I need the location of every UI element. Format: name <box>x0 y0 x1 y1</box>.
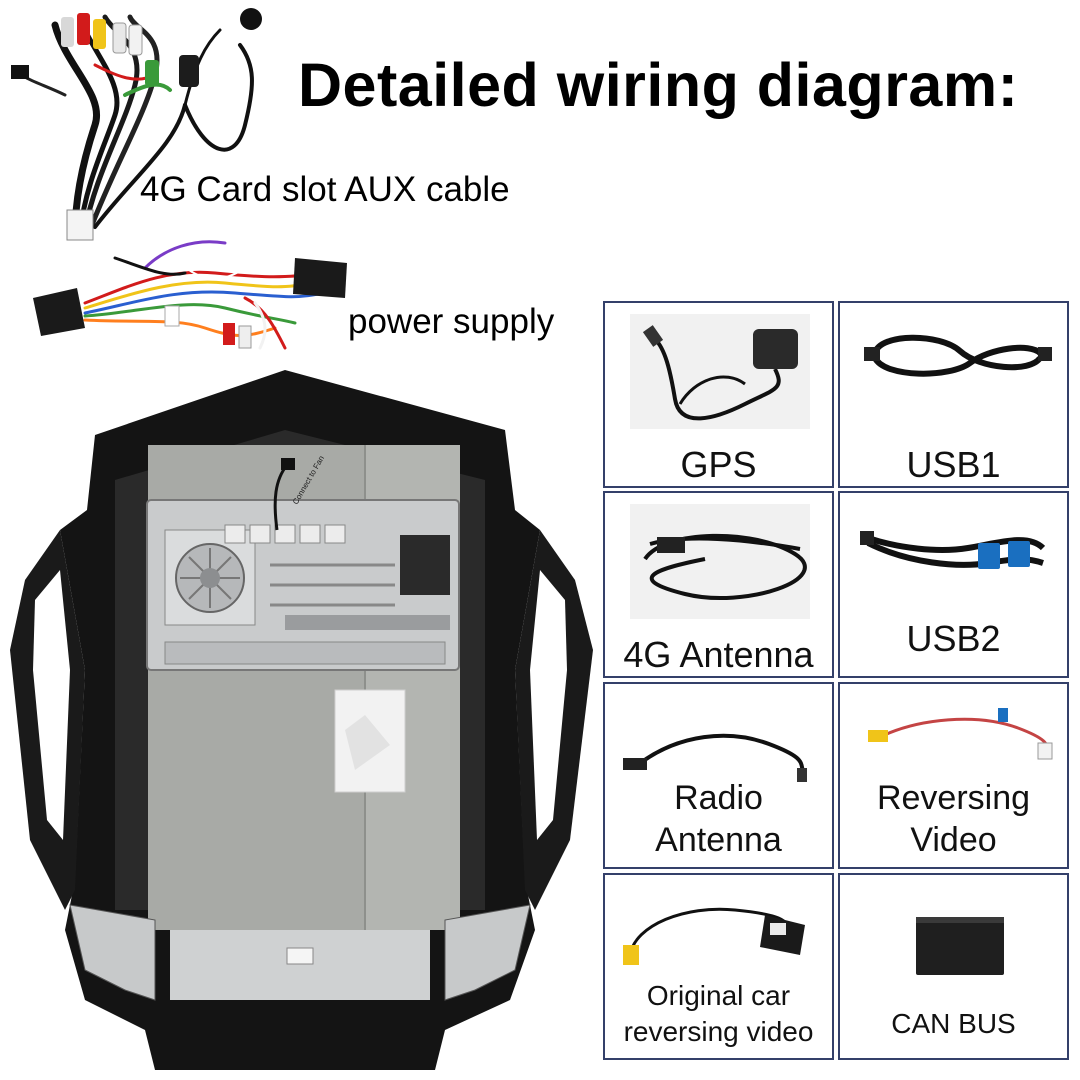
original-car-reversing-video-label-line1: Original car <box>646 980 791 1011</box>
aux-cable-caption: 4G Card slot AUX cable <box>140 170 510 209</box>
original-car-reversing-video-label-line2: reversing video <box>623 1016 814 1047</box>
original-car-reversing-video-cell: Original car reversing video <box>603 873 834 1060</box>
usb1-cell: USB1 <box>838 301 1069 488</box>
head-unit-frame-image: Connect to Fan <box>10 370 593 1070</box>
radio-antenna-label-line1: Radio <box>674 779 763 817</box>
aux-cable-harness-image <box>11 8 262 241</box>
usb1-label: USB1 <box>906 444 1001 485</box>
gps-antenna-image <box>630 314 810 429</box>
can-bus-label: CAN BUS <box>891 1008 1016 1039</box>
radio-antenna-label-line2: Antenna <box>655 821 782 859</box>
original-car-reversing-video-cable-image <box>623 907 805 965</box>
can-bus-module-image <box>916 917 1004 975</box>
4g-antenna-cell: 4G Antenna <box>603 491 834 678</box>
gps-label: GPS <box>680 444 757 485</box>
power-supply-harness-image <box>33 240 347 350</box>
usb2-cable-image <box>860 531 1046 569</box>
4g-antenna-label: 4G Antenna <box>623 634 814 675</box>
reversing-video-cable-image <box>868 708 1053 760</box>
usb2-label: USB2 <box>906 618 1001 659</box>
usb2-cell: USB2 <box>838 491 1069 678</box>
reversing-video-label-line2: Video <box>910 821 997 859</box>
can-bus-cell: CAN BUS <box>838 873 1069 1060</box>
radio-antenna-cell: Radio Antenna <box>603 682 834 869</box>
page-title: Detailed wiring diagram: <box>298 51 1019 119</box>
gps-cell: GPS <box>603 301 834 488</box>
power-supply-caption: power supply <box>348 302 555 341</box>
reversing-video-cell: Reversing Video <box>838 682 1069 869</box>
radio-antenna-image <box>623 733 807 782</box>
reversing-video-label-line1: Reversing <box>876 779 1031 817</box>
usb1-cable-image <box>864 334 1052 377</box>
4g-antenna-image <box>630 504 810 619</box>
